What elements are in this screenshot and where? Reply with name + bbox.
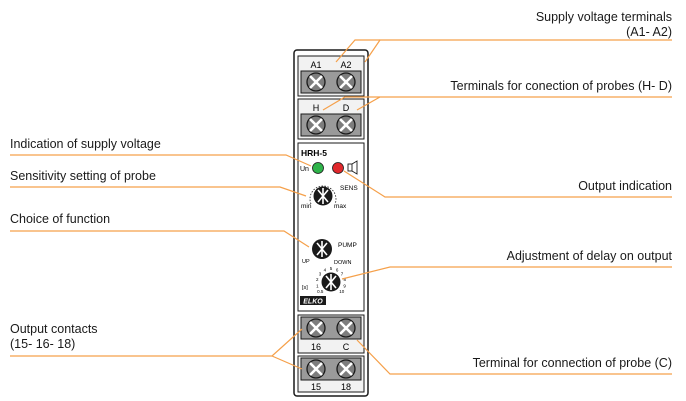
leader-contacts-15 — [271, 355, 303, 370]
screw-h-icon[interactable] — [306, 115, 326, 135]
screw-a1-icon[interactable] — [306, 72, 326, 92]
screw-18-icon[interactable] — [336, 359, 356, 379]
delay-tick-label: 8 — [343, 277, 346, 282]
led-supply-label: Un — [300, 166, 309, 173]
callout-output-indication: Output indication — [578, 179, 672, 193]
relay-icon — [347, 160, 358, 175]
callout-supply-terminals: Supply voltage terminals (A1- A2) — [536, 10, 672, 40]
sens-max-label: max — [334, 203, 347, 210]
leader-probes-h — [322, 96, 380, 111]
callout-sensitivity: Sensitivity setting of probe — [10, 169, 156, 183]
delay-tick-label: 4 — [324, 267, 327, 272]
sens-min-label: min — [301, 203, 312, 210]
delay-tick-label: 0.5 — [317, 289, 324, 294]
leader-output-indication — [343, 170, 672, 198]
screw-c-icon[interactable] — [336, 318, 356, 338]
callout-lines — [10, 39, 672, 375]
terminal-16-label: 16 — [311, 342, 321, 352]
model-label: HRH-5 — [301, 148, 327, 158]
leader-probes-d — [356, 96, 672, 111]
callout-supply-terminals-line1: Supply voltage terminals — [535, 10, 672, 24]
pump-label: PUMP — [338, 242, 357, 249]
brand-logo: ELKO — [300, 296, 326, 306]
callout-function: Choice of function — [10, 212, 111, 226]
func-up-label: UP — [302, 259, 310, 265]
delay-knob[interactable] — [321, 272, 341, 292]
leader-delay — [341, 266, 672, 280]
leader-sensitivity — [10, 186, 307, 197]
leader-probe-c — [356, 339, 672, 375]
terminal-a2-label: A2 — [340, 60, 351, 70]
leader-supply-a2 — [364, 39, 672, 63]
screw-16-icon[interactable] — [306, 318, 326, 338]
callout-supply-terminals-line2: (A1- A2) — [626, 25, 672, 39]
terminal-18-label: 18 — [341, 382, 351, 392]
terminal-d-label: D — [343, 103, 350, 113]
callout-probe-c: Terminal for connection of probe (C) — [472, 356, 672, 370]
delay-tick-label: 9 — [343, 283, 346, 288]
terminal-a1-label: A1 — [310, 60, 321, 70]
terminal-block-16-c: 16 C — [297, 314, 365, 354]
sensitivity-knob[interactable] — [309, 185, 337, 206]
led-supply-indicator — [312, 162, 324, 174]
led-output-indicator — [332, 162, 344, 174]
callout-output-contacts-line2: (15- 16- 18) — [10, 337, 76, 351]
delay-unit-label: [s] — [302, 285, 308, 291]
terminal-block-15-18: 15 18 — [297, 355, 365, 393]
callout-delay: Adjustment of delay on output — [506, 249, 672, 263]
delay-tick-label: 10 — [339, 289, 345, 294]
func-down-label: DOWN — [334, 260, 351, 266]
terminal-h-label: H — [313, 103, 320, 113]
brand-label: ELKO — [303, 299, 323, 306]
delay-tick-label: 6 — [336, 267, 339, 272]
callout-supply-indication: Indication of supply voltage — [10, 137, 161, 151]
delay-tick-label: 3 — [319, 271, 322, 276]
screw-15-icon[interactable] — [306, 359, 326, 379]
delay-tick-label: 5 — [330, 266, 333, 271]
terminal-c-label: C — [343, 342, 350, 352]
terminal-block-a1-a2: A1 A2 — [297, 55, 365, 97]
leader-supply-indication — [10, 154, 312, 167]
callout-output-contacts: Output contacts (15- 16- 18) — [10, 322, 98, 352]
sens-label: SENS — [340, 185, 358, 192]
terminal-15-label: 15 — [311, 382, 321, 392]
delay-tick-label: 7 — [341, 271, 344, 276]
leader-function — [10, 230, 310, 248]
delay-tick-label: 2 — [316, 277, 319, 282]
callout-probe-terminals: Terminals for conection of probes (H- D) — [450, 79, 672, 93]
screw-d-icon[interactable] — [336, 115, 356, 135]
delay-tick-label: 1 — [316, 283, 319, 288]
leader-supply-a1 — [335, 39, 380, 63]
screw-a2-icon[interactable] — [336, 72, 356, 92]
callout-output-contacts-line1: Output contacts — [10, 322, 98, 336]
function-knob[interactable] — [312, 239, 332, 259]
